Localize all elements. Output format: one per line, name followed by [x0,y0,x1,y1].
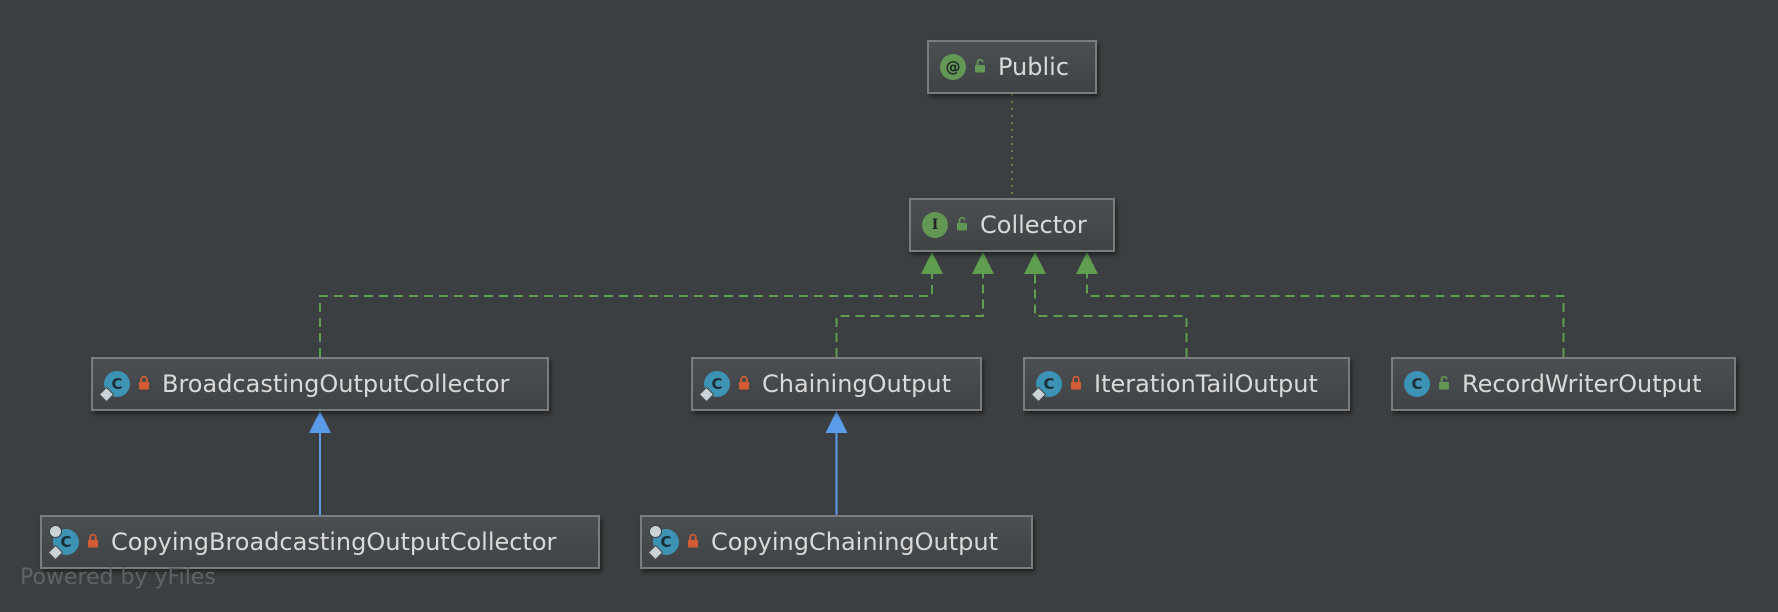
pin-icon [647,544,664,561]
extends-arrowhead-copyingbroadcasting [309,411,331,433]
pin-icon [98,386,115,403]
implements-arrowhead-broadcasting [921,252,943,274]
powered-by-credit: Powered by yFiles [20,565,216,590]
node-copyingchaining[interactable]: C CopyingChainingOutput [640,515,1033,569]
implements-arrowhead-iteration [1024,252,1046,274]
pin-icon [1030,386,1047,403]
node-label: Public [998,53,1070,81]
class-icon: C [1404,371,1430,397]
copy-marker-icon [49,525,62,538]
public-lock-icon [956,216,968,235]
private-lock-icon [687,533,699,552]
pin-icon [698,386,715,403]
node-public[interactable]: @ Public [927,40,1097,94]
interface-icon: I [922,212,948,238]
node-recordwriter[interactable]: C RecordWriterOutput [1391,357,1736,411]
public-lock-icon [974,58,986,77]
private-lock-icon [738,375,750,394]
node-label: BroadcastingOutputCollector [162,370,510,398]
implements-edge-recordwriter [1086,274,1565,357]
node-broadcasting[interactable]: C BroadcastingOutputCollector [91,357,549,411]
class-icon: C [98,371,130,403]
private-lock-icon [87,533,99,552]
copy-marker-icon [649,525,662,538]
annotation-icon: @ [940,54,966,80]
node-copyingbroadcasting[interactable]: C CopyingBroadcastingOutputCollector [40,515,600,569]
implements-edge-iteration [1034,274,1188,357]
implements-edge-broadcasting [319,274,933,357]
node-collector[interactable]: I Collector [909,198,1115,252]
public-lock-icon [1438,375,1450,394]
class-icon: C [47,525,79,561]
class-icon: C [1030,371,1062,403]
implements-arrowhead-chaining [972,252,994,274]
class-icon: C [698,371,730,403]
extends-arrowhead-copyingchaining [825,411,848,433]
node-iteration[interactable]: C IterationTailOutput [1023,357,1350,411]
node-label: CopyingChainingOutput [711,528,999,556]
node-label: CopyingBroadcastingOutputCollector [111,528,557,556]
implements-edge-chaining [835,274,984,357]
implements-arrowhead-recordwriter [1076,252,1098,274]
pin-icon [47,544,64,561]
private-lock-icon [1070,375,1082,394]
node-chaining[interactable]: C ChainingOutput [691,357,982,411]
node-label: ChainingOutput [762,370,952,398]
node-label: IterationTailOutput [1094,370,1318,398]
private-lock-icon [138,375,150,394]
node-label: RecordWriterOutput [1462,370,1702,398]
node-label: Collector [980,211,1087,239]
class-icon: C [647,525,679,561]
